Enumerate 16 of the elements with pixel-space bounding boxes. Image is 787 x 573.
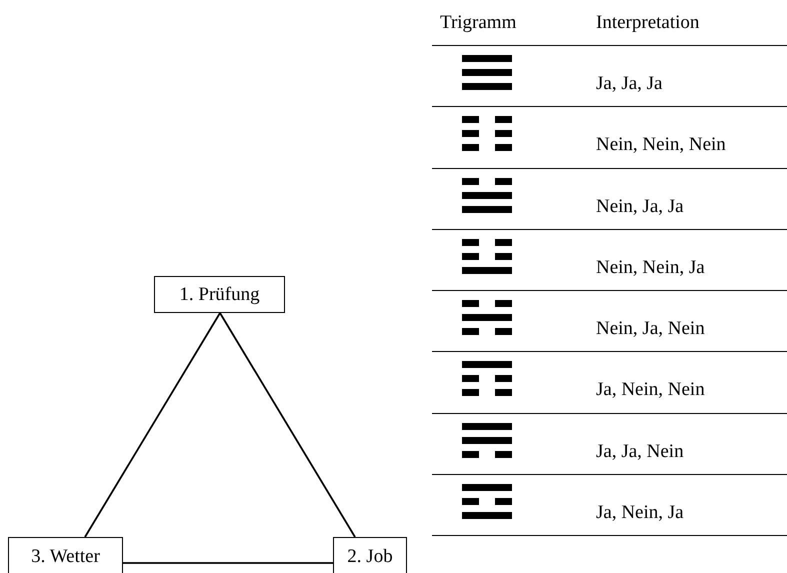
table-cell: Nein, Nein, Ja [596,257,705,279]
table-cell: Nein, Nein, Nein [596,134,726,156]
table-cell: Ja, Ja, Nein [596,441,684,463]
connector-line [219,312,356,538]
text-box: 3. Wetter [8,537,123,573]
table-cell: Ja, Nein, Nein [596,379,705,401]
table-cell: Ja, Ja, Ja [596,73,662,95]
table-cell: Nein, Ja, Nein [596,318,705,340]
column-header: Trigramm [440,12,516,34]
text-box: 1. Prüfung [154,276,285,313]
table-cell: Ja, Nein, Ja [596,502,684,524]
connector-line [84,312,221,538]
table-cell: Nein, Ja, Ja [596,196,684,218]
connector-line [123,562,333,564]
column-header: Interpretation [596,12,700,34]
text-box: 2. Job [333,537,407,573]
